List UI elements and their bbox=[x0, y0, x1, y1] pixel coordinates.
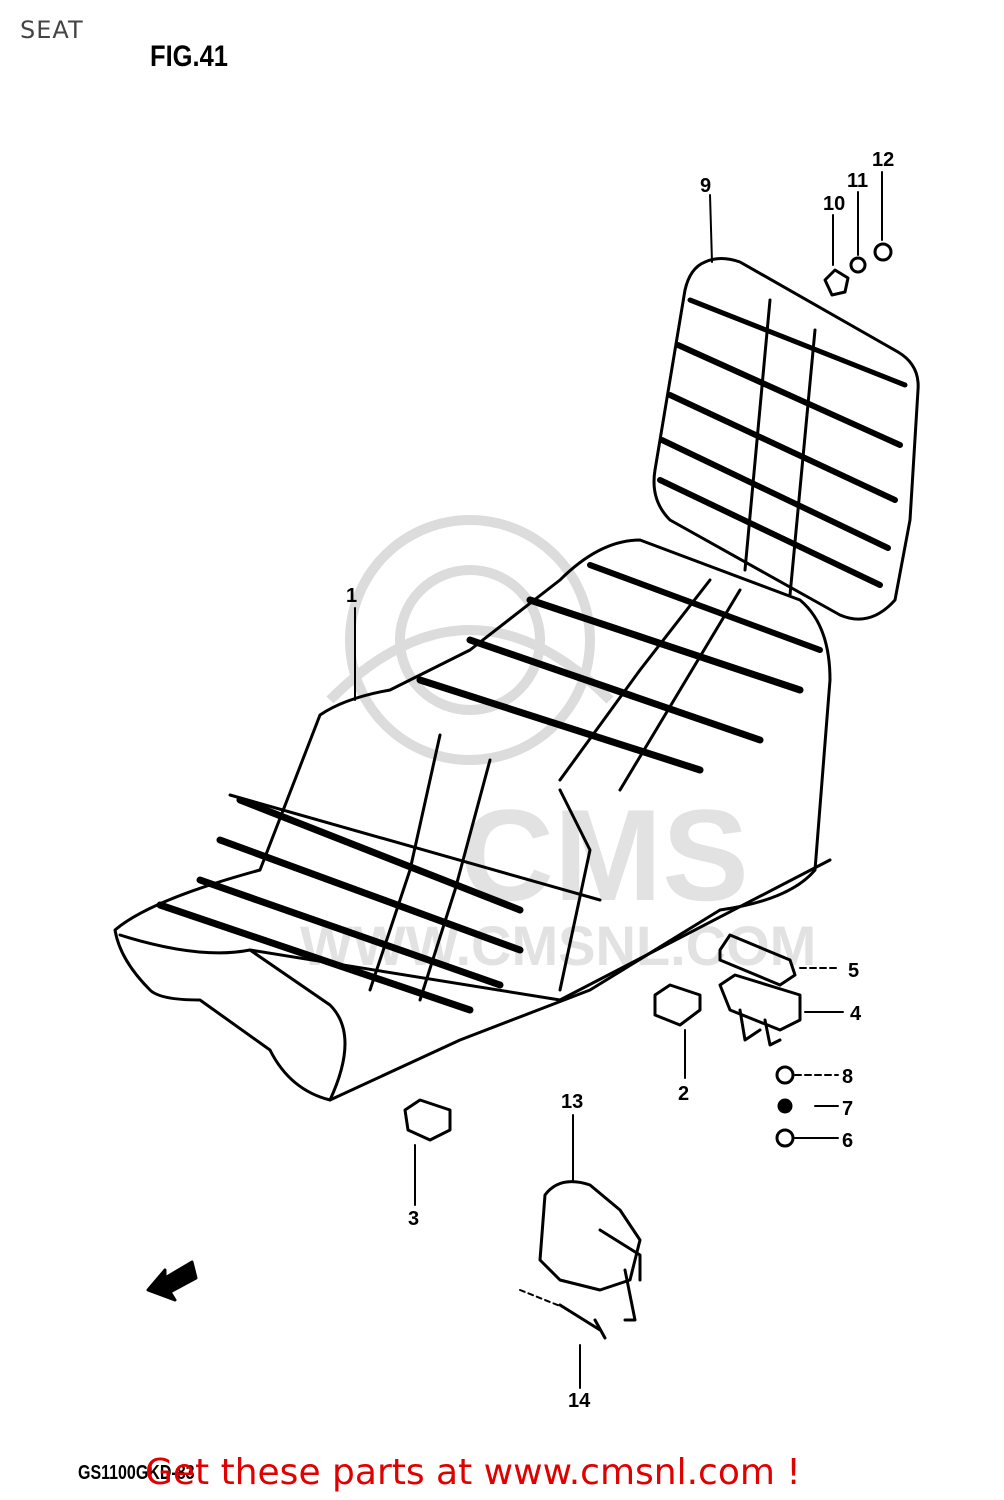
callout-numbers: 1 2 3 4 5 6 7 8 9 10 11 12 13 14 bbox=[346, 149, 894, 1412]
part-nut-8 bbox=[775, 1065, 795, 1085]
callout-5: 5 bbox=[848, 960, 859, 982]
part-nut-12 bbox=[873, 242, 893, 262]
callout-4: 4 bbox=[850, 1003, 862, 1025]
callout-11: 11 bbox=[847, 170, 868, 192]
part-cushion-10 bbox=[823, 268, 850, 297]
part-seat-lock-13 bbox=[538, 1180, 642, 1322]
callout-9: 9 bbox=[700, 175, 711, 197]
part-bracket-4 bbox=[718, 973, 802, 1047]
part-plate-5 bbox=[718, 933, 797, 987]
callout-8: 8 bbox=[842, 1066, 853, 1088]
callout-6: 6 bbox=[842, 1130, 853, 1152]
part-washer-11 bbox=[849, 256, 867, 274]
callout-10: 10 bbox=[823, 193, 845, 215]
figure-label: FIG.41 bbox=[150, 40, 228, 73]
cmsnl-parts-link[interactable]: Get these parts at www.cmsnl.com ! bbox=[145, 1452, 801, 1493]
backrest-pad bbox=[652, 257, 920, 621]
callout-14: 14 bbox=[568, 1390, 591, 1412]
part-hook-3 bbox=[403, 1098, 452, 1142]
callout-3: 3 bbox=[408, 1208, 419, 1230]
part-bolt-6 bbox=[775, 1128, 795, 1148]
page-title: SEAT bbox=[20, 16, 84, 44]
part-screw-14 bbox=[558, 1303, 607, 1340]
callout-7: 7 bbox=[842, 1098, 853, 1120]
callout-13: 13 bbox=[561, 1091, 583, 1113]
model-code: GS1100GKD-83 bbox=[78, 1462, 195, 1484]
main-seat bbox=[113, 538, 832, 1102]
part-washer-7 bbox=[777, 1098, 793, 1114]
part-hook-2 bbox=[653, 983, 702, 1027]
callout-12: 12 bbox=[872, 149, 894, 171]
leader-lines bbox=[354, 171, 883, 1389]
front-arrow-icon bbox=[146, 1260, 198, 1302]
callout-1: 1 bbox=[346, 585, 357, 607]
callout-2: 2 bbox=[678, 1083, 689, 1105]
